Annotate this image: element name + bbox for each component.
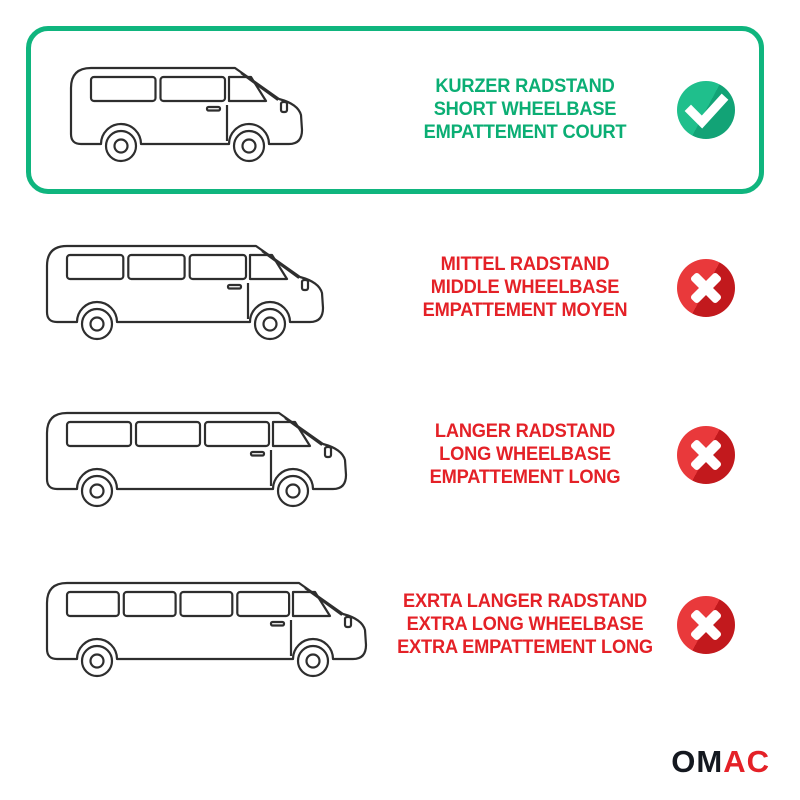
- cross-icon: [690, 272, 722, 304]
- status-badge: [677, 81, 735, 139]
- option-row-long-wheelbase: LANGER RADSTAND LONG WHEELBASE EMPATTEME…: [26, 371, 764, 539]
- label-line-fr: EMPATTEMENT MOYEN: [422, 300, 628, 322]
- option-row-extra-long-wheelbase: EXRTA LANGER RADSTAND EXTRA LONG WHEELBA…: [26, 541, 764, 709]
- label-line-en: MIDDLE WHEELBASE: [430, 277, 620, 299]
- status-badge: [677, 596, 735, 654]
- van-long-illustration: [35, 401, 353, 509]
- brand-logo-part2: AC: [723, 744, 770, 779]
- cross-icon: [690, 609, 722, 641]
- label-line-en: LONG WHEELBASE: [439, 444, 611, 466]
- brand-logo: OMAC: [671, 746, 770, 777]
- check-icon: [684, 93, 729, 129]
- status-badge: [677, 426, 735, 484]
- van-extra-long-illustration: [35, 571, 373, 679]
- option-row-short-wheelbase: KURZER RADSTAND SHORT WHEELBASE EMPATTEM…: [26, 26, 764, 194]
- option-label-extra-long: EXRTA LANGER RADSTAND EXTRA LONG WHEELBA…: [381, 590, 669, 660]
- label-line-fr: EMPATTEMENT LONG: [429, 467, 621, 489]
- label-line-fr: EXTRA EMPATTEMENT LONG: [397, 637, 653, 659]
- option-label-short: KURZER RADSTAND SHORT WHEELBASE EMPATTEM…: [381, 75, 669, 145]
- label-line-de: LANGER RADSTAND: [434, 421, 616, 443]
- van-middle-illustration: [35, 234, 330, 342]
- label-line-en: SHORT WHEELBASE: [433, 99, 617, 121]
- status-badge: [677, 259, 735, 317]
- cross-icon: [690, 439, 722, 471]
- label-line-en: EXTRA LONG WHEELBASE: [406, 614, 644, 636]
- van-short-illustration: [59, 56, 309, 164]
- label-line-fr: EMPATTEMENT COURT: [423, 122, 627, 144]
- label-line-de: MITTEL RADSTAND: [440, 254, 610, 276]
- option-label-long: LANGER RADSTAND LONG WHEELBASE EMPATTEME…: [381, 420, 669, 490]
- label-line-de: KURZER RADSTAND: [435, 76, 615, 98]
- brand-logo-part1: OM: [671, 744, 724, 779]
- label-line-de: EXRTA LANGER RADSTAND: [403, 591, 647, 613]
- option-row-middle-wheelbase: MITTEL RADSTAND MIDDLE WHEELBASE EMPATTE…: [26, 204, 764, 372]
- option-label-middle: MITTEL RADSTAND MIDDLE WHEELBASE EMPATTE…: [381, 253, 669, 323]
